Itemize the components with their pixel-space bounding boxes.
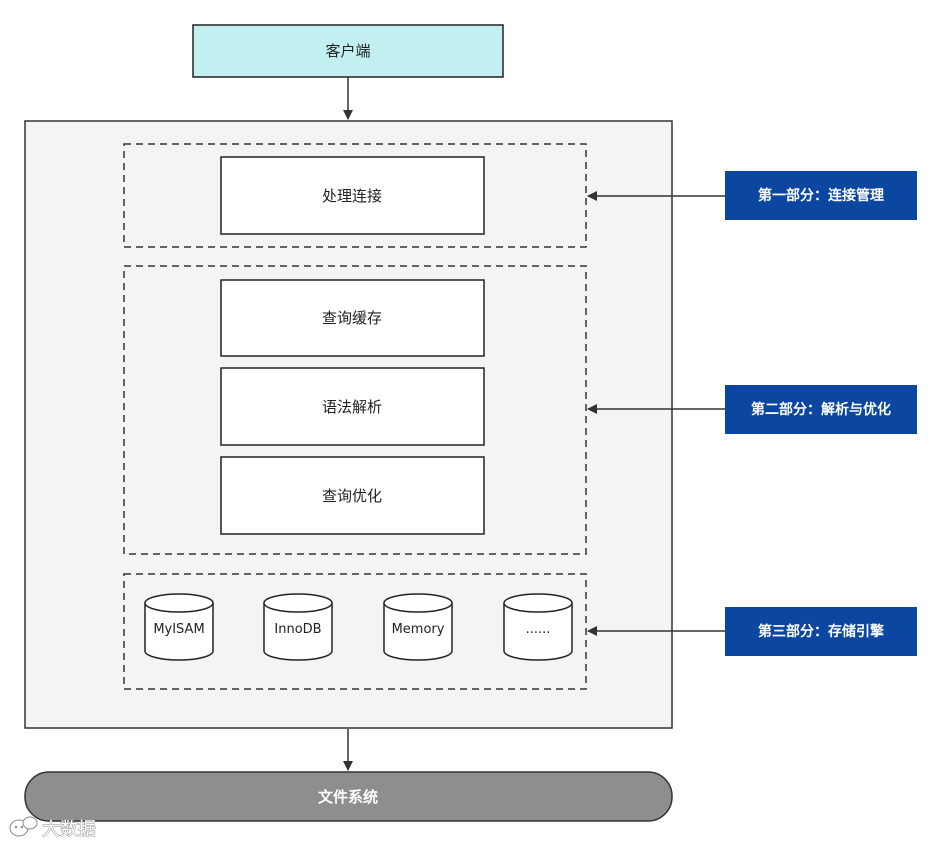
syntax-parse-label: 语法解析: [322, 398, 382, 416]
client-node: 客户端: [192, 24, 504, 78]
engine-memory-label: Memory: [392, 622, 445, 637]
part2-label-box: [725, 385, 917, 434]
syntax-parse-box: [220, 367, 485, 446]
query-optimize-box: [220, 456, 485, 535]
part2-label: 第二部分：解析与优化: [751, 401, 891, 418]
engine-memory-cylinder: Memory: [383, 593, 453, 661]
engine-myisam-cylinder: MyISAM: [144, 593, 214, 661]
engine-innodb-label: InnoDB: [274, 622, 321, 637]
filesystem-label: 文件系统: [318, 788, 378, 806]
storage-section: [123, 573, 587, 690]
filesystem-box: [24, 771, 673, 822]
query-cache-label: 查询缓存: [322, 309, 382, 327]
wechat-logo-icon: [9, 816, 38, 837]
connection-section: [123, 143, 587, 248]
part1-label: 第一部分：连接管理: [758, 187, 884, 204]
client-label: 客户端: [325, 42, 370, 60]
query-optimize-label: 查询优化: [322, 487, 382, 505]
watermark-text: 大数据: [42, 819, 96, 840]
engine-myisam-label: MyISAM: [153, 622, 204, 637]
parsing-section: [123, 265, 587, 555]
query-cache-box: [220, 279, 485, 357]
part1-label-box: [725, 171, 917, 220]
connection-label: 处理连接: [322, 187, 382, 205]
client-box: [192, 24, 504, 78]
part3-label-box: [725, 607, 917, 656]
engine-other-cylinder: ......: [503, 593, 573, 661]
connection-box: [220, 156, 485, 235]
engine-innodb-cylinder: InnoDB: [263, 593, 333, 661]
part3-label: 第三部分：存储引擎: [758, 623, 884, 640]
engine-other-label: ......: [526, 622, 551, 637]
watermark: 大数据: [9, 816, 96, 840]
